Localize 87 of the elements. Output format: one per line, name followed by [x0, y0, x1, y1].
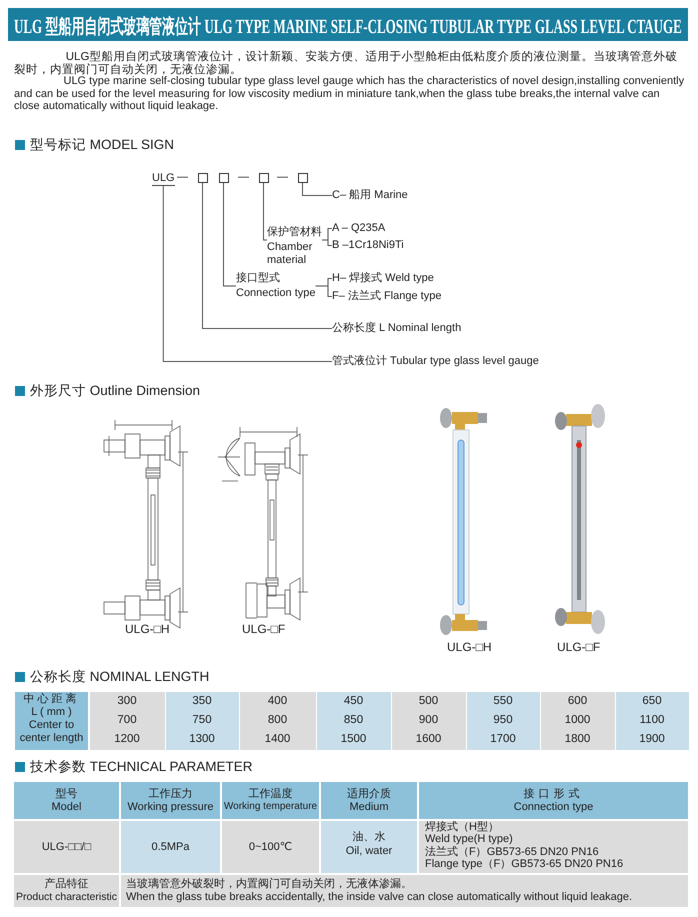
length-value: 1400 [264, 733, 292, 746]
column-header-text: Medium [348, 801, 390, 814]
table-value: ULG-□□/□ [40, 841, 92, 854]
table-value: 法兰式（F）GB573-65 DN20 PN16 [425, 846, 599, 859]
column-header-text: Working temperature [222, 801, 318, 812]
column-header-text: 型号 [54, 788, 78, 801]
model-caption: ULG-□F [242, 623, 286, 637]
column-header-text: Working pressure [126, 801, 214, 814]
table-value: 当玻璃管意外破裂时，内置阀门可自动关闭，无液体渗漏。 [126, 878, 412, 891]
length-value: 450 [342, 695, 364, 708]
length-value: 350 [191, 695, 213, 708]
row-header-text: Product characteristic [15, 891, 118, 904]
column-header-text: Connection type [512, 801, 594, 814]
length-value: 900 [418, 714, 440, 728]
table-value: 油、水 [352, 831, 386, 844]
code-option-text: A – Q235A [332, 222, 386, 235]
length-value: 400 [266, 695, 288, 708]
section-heading: 公称长度 NOMINAL LENGTH [30, 669, 210, 685]
code-option-text: 公称长度 L Nominal length [332, 322, 462, 335]
code-slot [198, 173, 208, 183]
code-option-text: B –1Cr18Ni9Ti [332, 239, 404, 252]
separator-dash: — [277, 171, 288, 184]
code-slot [258, 173, 268, 183]
length-value: 600 [566, 695, 588, 708]
row-header-text: L ( mm ) [30, 706, 73, 719]
page-title: ULG 型船用自闭式玻璃管液位计 ULG TYPE MARINE SELF-CLOSING TUBULAR TYPE GLASS LEVEL CTAUGE [14, 14, 682, 40]
intro-paragraph: ULG type marine self-closing tubular type glass level gauge which has the characteristics of novel design,installing conveniently and can be used for the level measuring for low viscosity medium in miniature tank,when the glass tube breaks,the internal valve can close automatically without liquid leakage. [14, 75, 686, 112]
length-value: 700 [116, 714, 138, 728]
table-value: Flange type（F）GB573-65 DN20 PN16 [425, 858, 624, 871]
column-header-text: 工作压力 [148, 788, 194, 801]
model-caption: ULG-□H [125, 623, 170, 637]
code-field-label: Chamber material [267, 241, 314, 267]
length-value: 1000 [564, 714, 592, 728]
column-header-text: Model [50, 801, 82, 814]
length-value: 950 [492, 714, 514, 728]
table-value: Weld type(H type) [425, 833, 513, 846]
code-slot [218, 173, 228, 183]
leader-line [302, 182, 332, 196]
length-value: 1500 [340, 733, 368, 746]
row-header-text: Center to center length [18, 719, 84, 745]
length-value: 550 [492, 695, 514, 708]
separator-dash: — [177, 171, 188, 184]
code-field-label: Connection type [236, 287, 316, 300]
length-value: 1100 [638, 714, 666, 728]
leader-line [263, 182, 268, 240]
leader-line [162, 186, 332, 362]
column-header-text: 适用介质 [346, 788, 392, 801]
length-value: 1600 [414, 733, 442, 746]
column-header-text: 接口形式 [522, 788, 584, 801]
leader-line [223, 182, 236, 286]
leader-line [315, 286, 332, 297]
table-value: Oil, water [344, 845, 394, 858]
code-slot [298, 173, 308, 183]
leader-line [202, 182, 332, 329]
length-value: 1800 [564, 733, 592, 746]
code-field-label: 保护管材料 [267, 226, 322, 239]
section-heading: 外形尺寸 Outline Dimension [30, 383, 200, 399]
intro-paragraph: ULG型船用自闭式玻璃管液位计，设计新颖、安装方便、适用于小型舱柜由低粘度介质的液位测量。当玻璃管意外破裂时，内置阀门可自动关闭，无液位渗漏。 [14, 51, 678, 76]
length-value: 1700 [489, 733, 517, 746]
row-header-text: 产品特征 [44, 878, 90, 891]
leader-line [322, 240, 332, 246]
code-option-text: H– 焊接式 Weld type [332, 272, 434, 285]
section-heading: 技术参数 TECHNICAL PARAMETER [30, 759, 253, 775]
code-option-text: C– 船用 Marine [332, 189, 408, 202]
table-value: 0~100℃ [248, 841, 294, 854]
row-header-text: 中心距离 [22, 693, 80, 706]
table-value: 0.5MPa [150, 841, 190, 854]
table-value: 焊接式（H型） [425, 821, 499, 834]
model-code: ULG [152, 172, 175, 186]
section-heading: 型号标记 MODEL SIGN [30, 137, 174, 153]
length-value: 1200 [113, 733, 141, 746]
code-field-label: 接口型式 [236, 272, 281, 285]
length-value: 850 [342, 714, 364, 728]
code-option-text: F– 法兰式 Flange type [332, 290, 442, 303]
length-value: 650 [641, 695, 663, 708]
model-caption: ULG-□F [557, 641, 600, 655]
length-value: 300 [116, 695, 138, 708]
model-caption: ULG-□H [447, 641, 492, 655]
code-option-text: 管式液位计 Tubular type glass level gauge [332, 355, 539, 368]
separator-dash: — [238, 171, 249, 184]
length-value: 1300 [188, 733, 216, 746]
length-value: 800 [266, 714, 288, 728]
length-value: 1900 [638, 733, 666, 746]
column-header-text: 工作温度 [248, 788, 294, 801]
length-value: 750 [191, 714, 213, 728]
length-value: 500 [418, 695, 440, 708]
table-value: When the glass tube breaks accidentally, the inside valve can close automatically without liquid leakage. [126, 891, 632, 904]
